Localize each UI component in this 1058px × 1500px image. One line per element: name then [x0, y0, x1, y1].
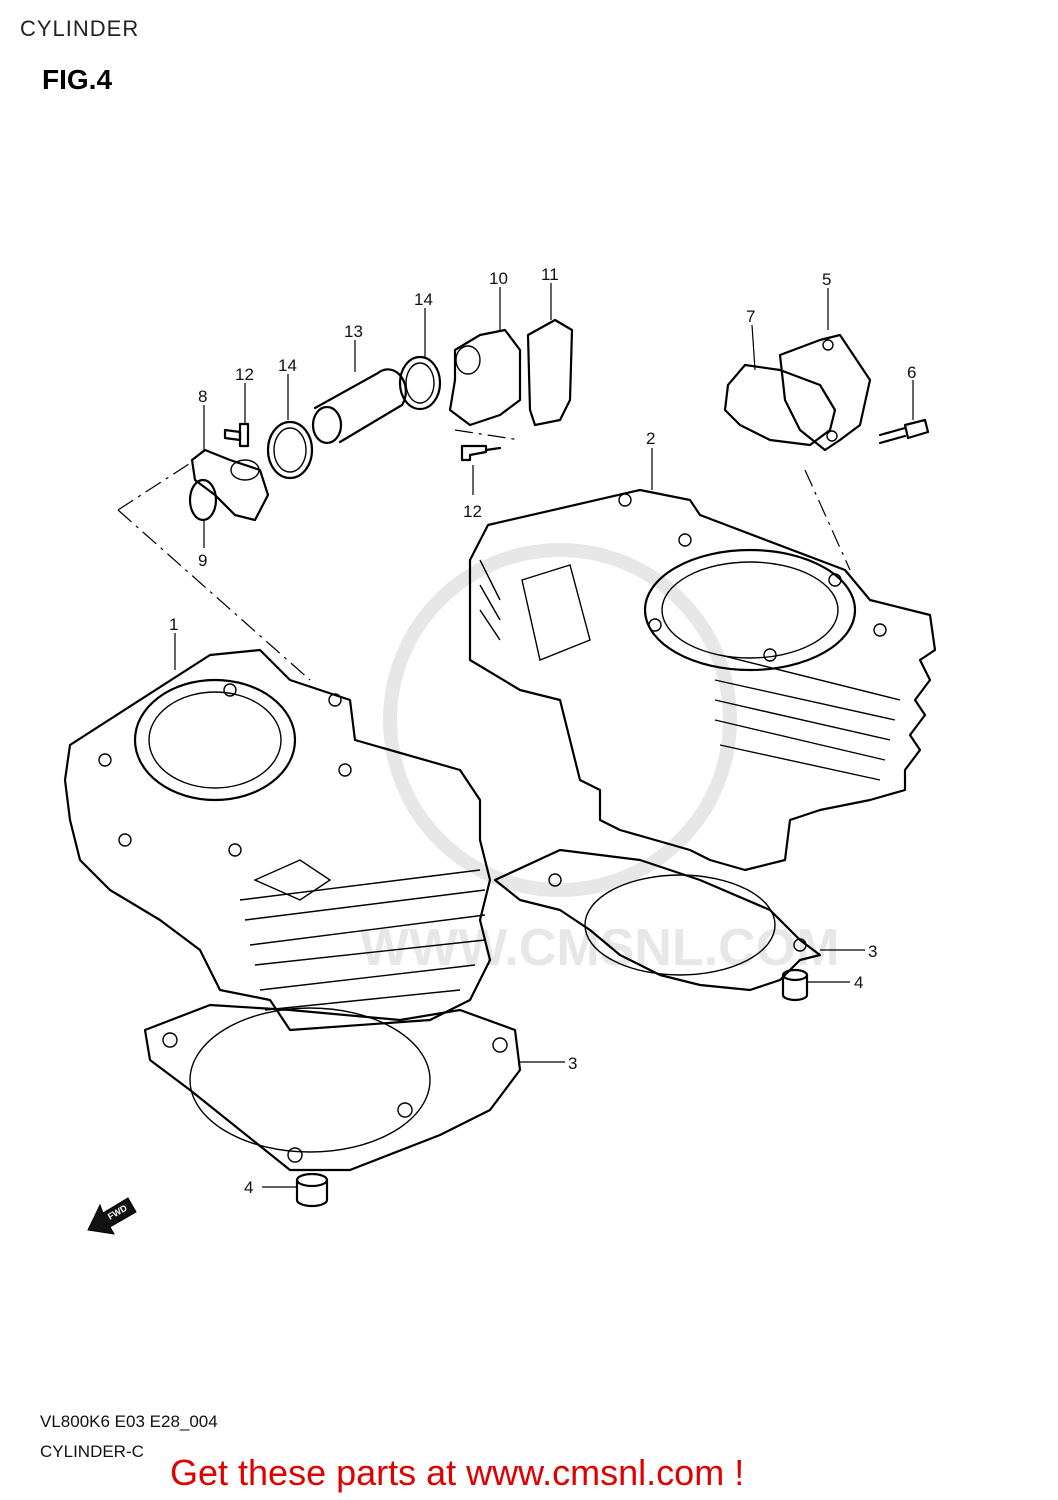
part-dowel-upper: [781, 968, 809, 1002]
part-o-ring: [188, 478, 218, 522]
part-gasket-lower: [143, 1003, 522, 1172]
callout-4-lower: 4: [244, 1178, 253, 1197]
model-code: VL800K6 E03 E28_004: [40, 1412, 218, 1431]
part-water-inlet-flange: [190, 448, 270, 522]
assembly-line-union: [454, 429, 521, 441]
assembly-line-rear: [804, 469, 851, 571]
part-dowel-lower: [295, 1172, 329, 1208]
page-header-title: CYLINDER: [20, 16, 140, 41]
callout-8: 8: [198, 387, 207, 406]
callout-13: 13: [344, 322, 363, 341]
part-hose-clamp-right: [398, 355, 442, 411]
part-hose-clamp-left: [266, 420, 314, 480]
part-gasket-upper: [493, 848, 822, 992]
callout-1: 1: [169, 615, 178, 634]
part-water-outlet-gasket: [723, 363, 837, 447]
part-bolt-6: [878, 418, 930, 445]
callout-14-right: 14: [414, 290, 433, 309]
part-front-cylinder: [63, 648, 492, 1032]
leader-lines: [174, 283, 914, 1188]
part-rear-cylinder: [468, 488, 937, 872]
callout-6: 6: [907, 363, 916, 382]
watermark-logo: WWW.CMSNL.COM: [360, 543, 839, 977]
part-water-hose: [311, 368, 407, 445]
diagram-name: CYLINDER-C: [40, 1442, 144, 1461]
callout-10: 10: [489, 269, 508, 288]
callout-9: 9: [198, 551, 207, 570]
callout-12-lower: 12: [463, 502, 482, 521]
callout-3-lower: 3: [568, 1054, 577, 1073]
callout-4-upper: 4: [854, 973, 863, 992]
watermark-text: WWW.CMSNL.COM: [360, 919, 839, 977]
callout-12-upper: 12: [235, 365, 254, 384]
part-union-gasket: [526, 318, 574, 427]
parts-link-banner[interactable]: Get these parts at www.cmsnl.com !: [170, 1452, 745, 1493]
callout-2: 2: [646, 429, 655, 448]
part-bolt-12-upper: [223, 422, 250, 448]
part-bolt-12-lower: [460, 444, 502, 462]
callout-11: 11: [541, 265, 559, 284]
assembly-line-front: [117, 461, 311, 681]
callout-5: 5: [822, 270, 831, 289]
callout-3-upper: 3: [868, 942, 877, 961]
figure-label: FIG.4: [42, 64, 113, 95]
callout-14-left: 14: [278, 356, 297, 375]
part-water-outlet-housing: [778, 333, 872, 452]
fwd-arrow-icon: FWD: [87, 1197, 137, 1235]
callout-7: 7: [746, 307, 755, 326]
part-water-pipe-union: [448, 328, 522, 427]
